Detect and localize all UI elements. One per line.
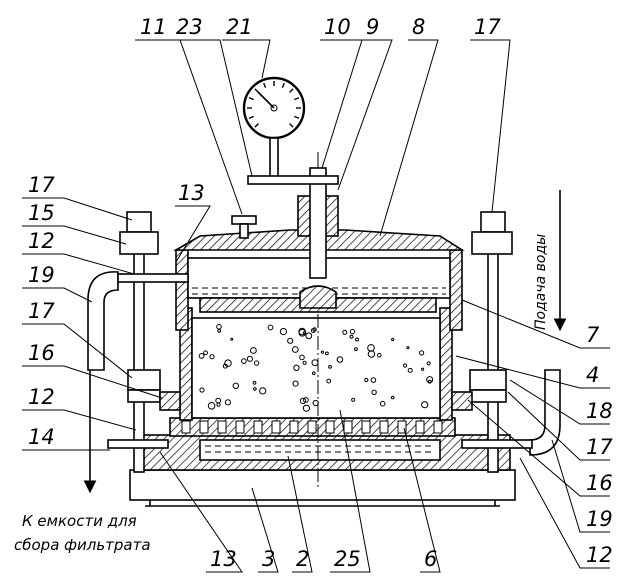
label-13-bottom: 13: [210, 547, 237, 571]
svg-text:К емкости для: К емкости для: [22, 512, 137, 530]
label-16-right: 16: [586, 471, 613, 495]
label-13-inner: 13: [178, 181, 205, 205]
label-3: 3: [262, 547, 275, 571]
water-supply-caption: Подача воды: [533, 234, 549, 330]
label-7: 7: [586, 323, 600, 347]
label-17-right: 17: [586, 435, 613, 459]
svg-text:сбора фильтрата: сбора фильтрата: [14, 536, 151, 554]
label-9: 9: [366, 15, 379, 39]
label-19-left: 19: [28, 263, 55, 287]
label-6: 6: [424, 547, 437, 571]
label-12-left-a: 12: [28, 229, 55, 253]
label-17-left-b: 17: [28, 299, 55, 323]
label-14: 14: [28, 425, 55, 449]
label-12-right: 12: [586, 543, 613, 567]
label-11: 11: [140, 15, 167, 39]
label-18: 18: [586, 399, 613, 423]
label-17-left-a: 17: [28, 173, 55, 197]
label-12-left-b: 12: [28, 385, 55, 409]
sample-cylinder: [179, 160, 453, 490]
right-tie-rod: [451, 211, 513, 473]
top-labels: 11 23 21 10 9 8 17: [135, 15, 511, 237]
label-15: 15: [28, 201, 55, 225]
valve: [231, 215, 257, 239]
left-tie-rod: [119, 211, 181, 473]
right-labels: 7 4 18 17 16 19 12: [455, 299, 613, 569]
label-23: 23: [176, 15, 203, 39]
label-10: 10: [324, 15, 351, 39]
label-2: 2: [296, 547, 309, 571]
label-19-right: 19: [586, 507, 613, 531]
filter-grid: [169, 417, 456, 437]
label-21: 21: [226, 15, 253, 39]
label-16-left: 16: [28, 341, 55, 365]
bottom-body: [139, 434, 511, 471]
pressure-gauge: [242, 76, 339, 185]
left-labels: 17 15 12 19 17 16 12 14 13: [22, 173, 211, 451]
filtrate-caption: К емкости для сбора фильтрата: [14, 512, 151, 554]
label-4: 4: [586, 363, 599, 387]
bottom-labels: 13 3 2 25 6: [159, 409, 441, 573]
label-25: 25: [334, 547, 361, 571]
label-8: 8: [412, 15, 425, 39]
base-plate: [129, 469, 516, 507]
label-17-top: 17: [474, 15, 501, 39]
left-outlet-pipe: [83, 271, 189, 494]
